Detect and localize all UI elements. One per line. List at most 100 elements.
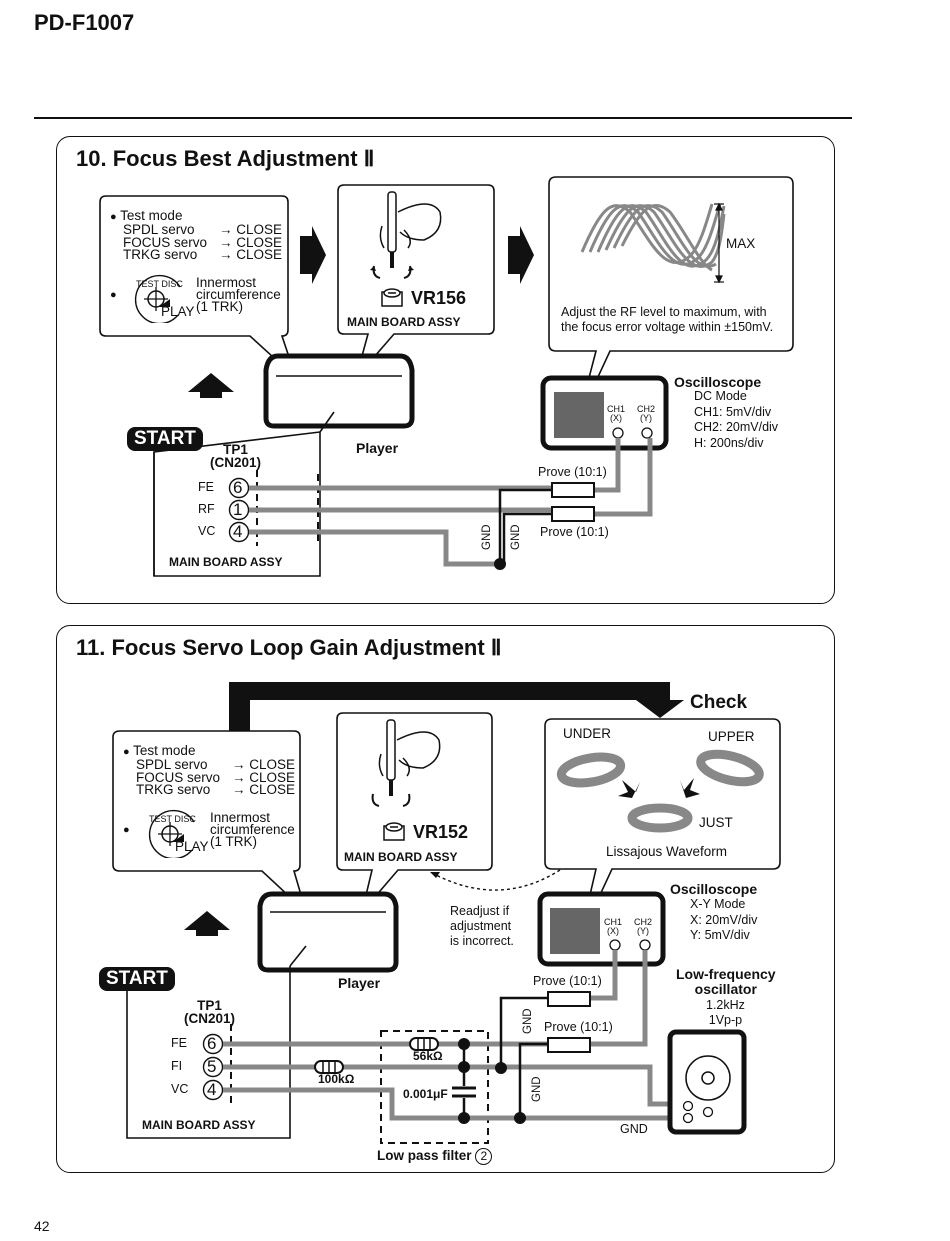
oscilloscope-title: Oscilloscope [670, 881, 758, 897]
resistor-56k-label: 56kΩ [413, 1049, 443, 1063]
ch1-jack [609, 939, 621, 951]
probe-bottom-label: Prove (10:1) [544, 1020, 613, 1034]
model-number: PD-F1007 [34, 10, 135, 35]
start-badge: START [127, 427, 203, 451]
vr-label: VR156 [411, 288, 467, 308]
board-label: MAIN BOARD ASSY [344, 850, 458, 864]
probe-top-label: Prove (10:1) [533, 974, 602, 988]
tp1-label: TP1 (CN201) [210, 442, 262, 470]
section-11-title: 11. Focus Servo Loop Gain Adjustment Ⅱ [76, 635, 502, 660]
pin-label-fe: FE [171, 1036, 187, 1050]
pin-number-4: 4 [233, 522, 243, 541]
probe-bottom [547, 1037, 591, 1053]
screwdriver-icon [370, 191, 442, 279]
test-mode-rows: SPDL servo→ CLOSE FOCUS servo→ CLOSE TRK… [123, 222, 283, 262]
test-mode-block: ● Test mode [110, 208, 183, 223]
vr-label: VR152 [413, 822, 469, 842]
ch2-label: CH2(Y) [637, 404, 656, 423]
probe-top [547, 991, 591, 1007]
capacitor-label: 0.001μF [403, 1087, 448, 1101]
test-disc-icon [134, 274, 181, 323]
lissajous-under-label: UNDER [563, 726, 612, 741]
flow-arrow-up [188, 373, 234, 398]
ch1-label: CH1(X) [607, 404, 626, 423]
oscilloscope-title: Oscilloscope [674, 374, 762, 390]
pin-label-vc: VC [198, 524, 216, 538]
pin-number-4: 4 [207, 1080, 217, 1099]
board-label: MAIN BOARD ASSY [347, 315, 461, 329]
gnd-wires [499, 996, 548, 1118]
probe-bottom-label: Prove (10:1) [540, 525, 609, 539]
lissajous-upper-label: UPPER [708, 729, 755, 744]
test-mode-heading: ● Test mode [123, 743, 196, 758]
section-10-diagram [99, 176, 794, 577]
pin-label-rf: RF [198, 502, 215, 516]
oscilloscope-settings: DC Mode CH1: 5mV/div CH2: 20mV/div H: 20… [694, 389, 779, 450]
play-label: PLAY [175, 839, 209, 854]
tp1-label: TP1 (CN201) [184, 998, 236, 1026]
probe-top [551, 482, 595, 498]
pin-number-5: 5 [207, 1057, 217, 1076]
pin-label-vc: VC [171, 1082, 189, 1096]
lfo-title: Low-frequency oscillator [676, 966, 776, 997]
main-board-label: MAIN BOARD ASSY [169, 555, 283, 569]
lissajous-under [556, 752, 626, 788]
lissajous-caption: Lissajous Waveform [606, 844, 728, 859]
loop-back-arrow [229, 682, 684, 732]
arrow-under-to-just [618, 780, 640, 798]
gnd-label-mid: GND [531, 1076, 543, 1102]
check-label-wrap: Check [690, 693, 747, 712]
flow-arrow-up [184, 911, 230, 936]
play-label: PLAY [161, 304, 195, 319]
innermost-text: Innermost circumference (1 TRK) [196, 275, 281, 314]
readjust-note: Readjust if adjustment is incorrect. [450, 904, 514, 948]
flow-arrow-right-2 [508, 226, 534, 284]
start-badge: START [99, 967, 175, 991]
oscillator-device [667, 1029, 747, 1135]
pin-number-6: 6 [233, 478, 243, 497]
innermost-text: Innermost circumference (1 TRK) [210, 810, 295, 849]
player-label: Player [338, 975, 381, 991]
readjust-arrow [433, 869, 561, 891]
gnd-wires [498, 488, 552, 564]
page-number: 42 [34, 1218, 50, 1234]
screwdriver-icon [371, 719, 441, 807]
player-label: Player [356, 440, 399, 456]
gnd-label-left: GND [481, 524, 493, 550]
oscilloscope-settings: X-Y Mode X: 20mV/div Y: 5mV/div [690, 897, 758, 942]
test-disc-label: TEST DISC [136, 279, 183, 289]
ch1-jack [612, 427, 624, 439]
player-device [263, 353, 415, 429]
lissajous-upper [696, 749, 764, 787]
section-10-title: 10. Focus Best Adjustment Ⅱ [76, 146, 375, 171]
pin-number-1: 1 [233, 500, 243, 519]
pin-number-6: 6 [207, 1034, 217, 1053]
resistor-56k [409, 1037, 439, 1051]
header-rule [34, 117, 852, 119]
max-dimension [714, 202, 724, 284]
lissajous-just-label: JUST [699, 815, 733, 830]
gnd-label-right: GND [510, 524, 522, 550]
ch1-label: CH1(X) [604, 917, 623, 936]
test-disc-icon [148, 809, 195, 858]
max-label: MAX [726, 236, 756, 251]
flow-arrow-right-1 [300, 226, 326, 284]
check-label: Check [690, 692, 748, 713]
oscilloscope-device [537, 891, 666, 967]
rf-waveform [580, 203, 726, 272]
player-device [257, 891, 399, 973]
lfo-settings: 1.2kHz 1Vp-p [706, 998, 745, 1027]
wires [223, 950, 680, 1121]
main-board-label: MAIN BOARD ASSY [142, 1118, 256, 1132]
trimmer-icon [383, 822, 405, 841]
lissajous-just [627, 803, 693, 833]
trimmer-icon [381, 288, 403, 307]
gnd-label-top: GND [522, 1008, 534, 1034]
oscilloscope-device [540, 375, 669, 451]
resistor-100k-label: 100kΩ [318, 1072, 355, 1086]
gnd-label-bottom: GND [620, 1122, 648, 1136]
main-board-box [153, 411, 335, 577]
instruction-text: Adjust the RF level to maximum, with the… [561, 305, 774, 334]
arrow-upper-to-just [680, 778, 700, 798]
pin-label-fe: FE [198, 480, 214, 494]
